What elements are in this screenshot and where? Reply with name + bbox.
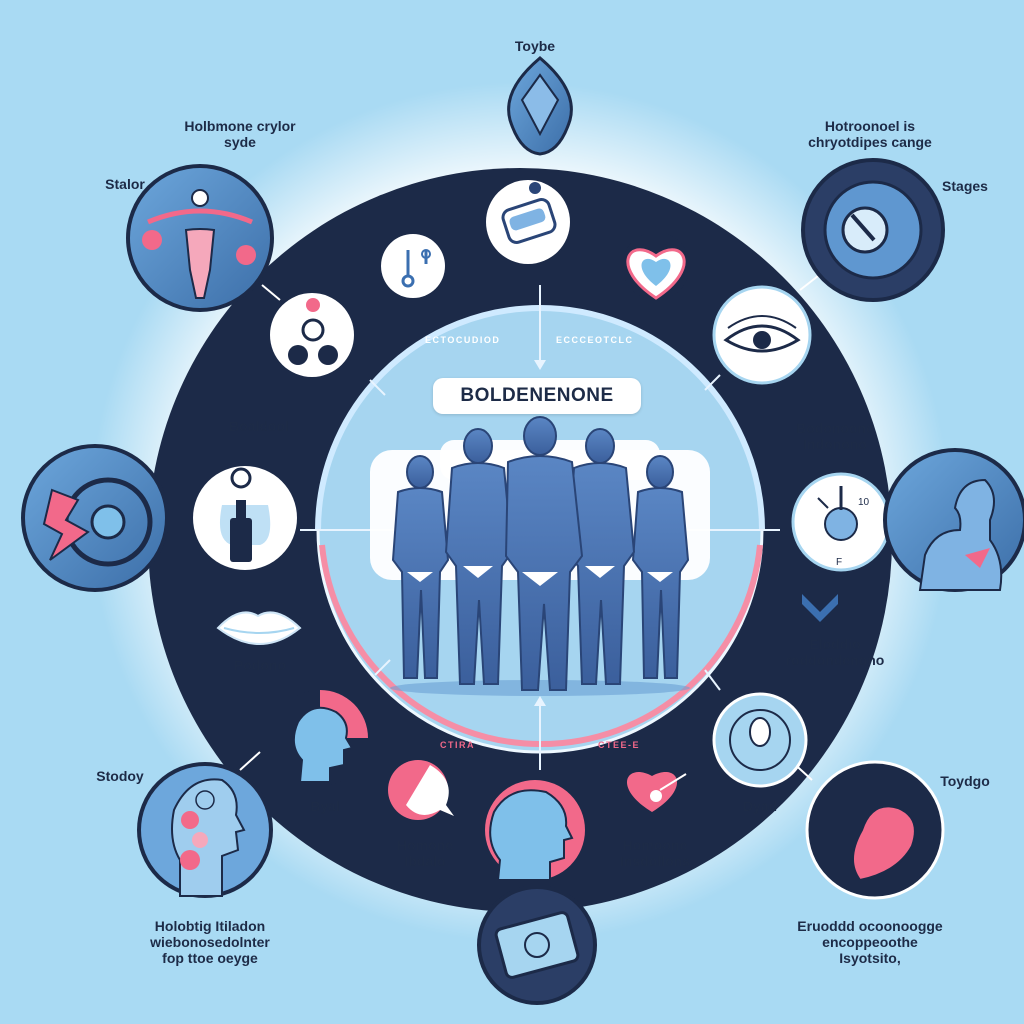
arrow-down-icon [534, 360, 546, 370]
label-bottom-left-line3: fop ttoe oeyge [162, 950, 258, 966]
brain-icon [485, 780, 585, 881]
money-icon [477, 885, 597, 1005]
figure-briefs [407, 566, 673, 586]
label-homone-left-line1: Homone [397, 837, 453, 853]
connector [799, 275, 819, 291]
label-top-right: Hotroonoel is chryotdipes cange [770, 118, 970, 150]
label-eloddio-line2: roddondenono [785, 652, 885, 668]
label-bottom-right: Eruoddd ocoonoogge encoppeoothe Isyotsit… [780, 918, 960, 966]
label-toydgo: Toydgo [940, 773, 990, 789]
gem-icon [507, 56, 573, 156]
gauge-icon [381, 234, 445, 298]
label-top-left-line2: syde [224, 134, 256, 150]
arc-label-bottom-left: CTIRA [440, 740, 475, 750]
compass-icon: 10 F [791, 472, 891, 572]
label-top-right-line2: chryotdipes cange [808, 134, 932, 150]
organ-heart-icon [805, 760, 945, 900]
scanner-icon [712, 692, 808, 788]
label-bottom-right-line3: Isyotsito, [839, 950, 901, 966]
label-homone-left: Homone Ibdalo [385, 837, 465, 869]
dial-icon [801, 158, 945, 302]
label-boaldool: Boaldool [229, 418, 289, 434]
arc-label-top-left: ECTOCUDIOD [425, 335, 500, 345]
label-stodoy: Stodoy [96, 768, 144, 784]
figure-far-right [631, 455, 690, 679]
face-profile-icon [137, 762, 273, 898]
label-bottom-right-line2: encoppeoothe [822, 934, 918, 950]
chat-bubble-icon [388, 760, 454, 820]
lips-icon [216, 611, 302, 645]
label-top-right-line1: Hotroonoel is [824, 118, 916, 134]
reproductive-system-icon [126, 164, 274, 312]
svg-text:10: 10 [858, 497, 870, 508]
label-byal: Byal [310, 798, 340, 814]
label-homone-right: Homoone Insdollons [600, 837, 710, 869]
label-stalor: Stalor [105, 176, 145, 192]
label-homone-left-line2: Ibdalo [404, 853, 446, 869]
label-bodonone-line1: Bodonoone [796, 420, 874, 436]
label-top: Toybe [514, 38, 556, 54]
connector [239, 751, 261, 771]
head-profile-icon [272, 690, 368, 786]
label-stages: Stages [942, 178, 988, 194]
arrow-connector [374, 659, 391, 676]
label-top-left-line1: Holbmone crylor [184, 118, 296, 134]
eye-icon [712, 285, 812, 385]
label-bottom-left-line1: Holobtig Itiladon [154, 918, 266, 934]
arc-label-bottom-right: CTEE-E [598, 740, 640, 750]
connector [261, 284, 281, 301]
label-homone-right-line2: Insdollons [620, 853, 690, 869]
arrow-connector [704, 374, 721, 391]
heart-tag-icon [626, 772, 687, 812]
label-bodonone-line2: Indonono [803, 436, 867, 452]
ground-shadow [390, 680, 690, 696]
svg-text:F: F [836, 557, 842, 568]
heart-icon [622, 232, 690, 300]
arc-label-top-right: ECCCEOTCLC [556, 335, 634, 345]
center-title: BOLDENENONE [433, 378, 641, 414]
label-bottom-right-line1: Eruoddd ocoonoogge [797, 918, 943, 934]
lightning-icon [21, 444, 169, 592]
label-bottom-left-line2: wiebonosedolnter [150, 934, 270, 950]
figure-far-left [391, 455, 450, 679]
arrow-connector [369, 379, 386, 396]
chevron-down-icon [802, 594, 838, 622]
label-dyad: Dyad [742, 798, 778, 814]
arrow-up-icon [534, 696, 546, 706]
muscle-man-icon [883, 448, 1024, 592]
bottle-icon [193, 466, 297, 570]
pills-icon [486, 180, 570, 264]
label-eloddio: Eloddio roddondenono [760, 636, 910, 668]
label-podono: Podono [233, 657, 287, 673]
label-top-left: Holbmone crylor syde [160, 118, 320, 150]
label-bottom-left: Holobtig Itiladon wiebonosedolnter fop t… [130, 918, 290, 966]
molecule-icon [270, 293, 354, 377]
label-homone-right-line1: Homoone [622, 837, 688, 853]
label-bodonone: Bodonoone Indonono [770, 420, 900, 452]
label-eloddio-line1: Eloddio [809, 636, 861, 652]
arrow-connector [704, 669, 721, 691]
